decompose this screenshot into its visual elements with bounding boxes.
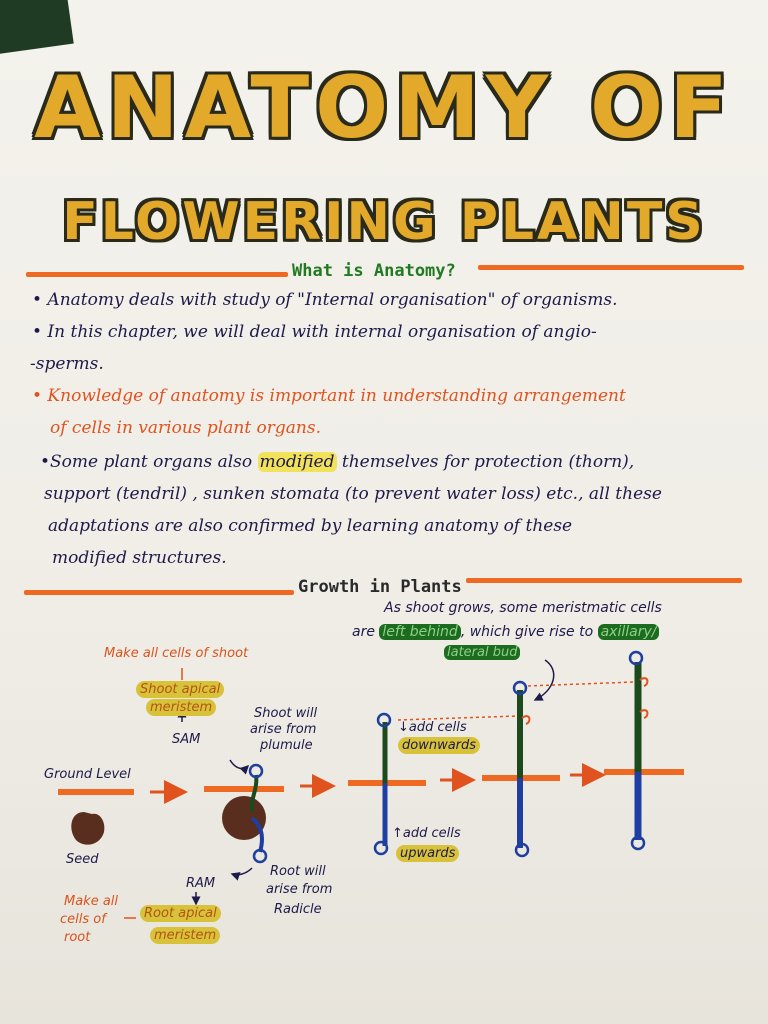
shoot-tip-marker — [248, 763, 264, 779]
shoot-note-line2: are left behind, which give rise to axil… — [352, 624, 660, 640]
make-cells-shoot-label: Make all cells of shoot — [104, 646, 249, 661]
root-tip-marker — [373, 840, 389, 856]
note-text: , which give rise to — [460, 624, 594, 640]
lateral-bud-highlight: lateral bud — [444, 645, 521, 660]
axillary-bud — [521, 715, 531, 725]
note-line-highlight: • Knowledge of anatomy is important in u… — [32, 386, 626, 406]
root-will-label: Root will — [270, 864, 326, 879]
shoot-meristem-label: meristem — [146, 699, 217, 716]
shoot-tip-marker — [628, 650, 644, 666]
root-apical-highlight: Root apical — [140, 905, 221, 922]
root-tip-marker — [252, 848, 268, 864]
shoot-tip-marker — [512, 680, 528, 696]
shoot-apical-highlight: Shoot apical — [136, 681, 225, 698]
shoot-apical-label: Shoot apical — [136, 681, 225, 698]
downwards-label: downwards — [398, 737, 481, 754]
section-heading-anatomy: What is Anatomy? — [292, 261, 456, 281]
seed-label: Seed — [66, 852, 99, 867]
add-cells-up-label: ↑add cells — [392, 826, 461, 841]
section-divider-left — [26, 272, 288, 277]
note-line: • In this chapter, we will deal with int… — [32, 322, 597, 342]
note-line: -sperms. — [30, 354, 104, 374]
upwards-highlight: upwards — [396, 845, 460, 862]
axillary-bud — [639, 677, 649, 687]
section-divider-left — [24, 590, 294, 595]
axillary-bud — [639, 709, 649, 719]
note-line: modified structures. — [52, 548, 227, 568]
note-line: adaptations are also confirmed by learni… — [48, 516, 573, 536]
note-line: • Anatomy deals with study of "Internal … — [32, 290, 618, 310]
note-text: •Some plant organs also — [40, 452, 253, 472]
page-title: ANATOMY OF — [34, 58, 734, 158]
highlighted-word: modified — [257, 452, 337, 472]
cells-of-label: cells of — [60, 912, 106, 927]
section-divider-right — [466, 578, 742, 583]
note-text: themselves for protection (thorn), — [341, 452, 635, 472]
germinating-seed — [222, 796, 266, 840]
seed-icon — [71, 812, 105, 845]
shoot-tip-marker — [376, 712, 392, 728]
lateral-bud-label: lateral bud — [444, 645, 521, 660]
arise-from-root-label: arise from — [266, 882, 333, 897]
ground-level-label: Ground Level — [44, 767, 131, 782]
arise-from-label: arise from — [250, 722, 317, 737]
note-line-highlight: of cells in various plant organs. — [50, 418, 322, 438]
sam-label: SAM — [172, 732, 201, 747]
downwards-highlight: downwards — [398, 737, 481, 754]
note-text: are — [352, 624, 375, 640]
shoot-will-label: Shoot will — [254, 706, 318, 721]
shoot-note: As shoot grows, some meristmatic cells — [384, 600, 662, 616]
axillary-highlight: axillary/ — [597, 624, 660, 640]
left-behind-highlight: left behind — [379, 624, 461, 640]
upwards-label: upwards — [396, 845, 460, 862]
plumule-label: plumule — [260, 738, 313, 753]
root-tip-marker — [514, 842, 530, 858]
add-cells-down-label: ↓add cells — [398, 720, 467, 735]
root-meristem-highlight: meristem — [150, 927, 221, 944]
root-apical-label: Root apical — [140, 905, 221, 922]
root-tip-marker — [630, 835, 646, 851]
section-divider-right — [478, 265, 744, 270]
note-line: •Some plant organs also modified themsel… — [40, 452, 634, 472]
root-meristem-label: meristem — [150, 927, 221, 944]
page-subtitle: FLOWERING PLANTS — [62, 192, 706, 252]
root-word-label: root — [64, 930, 91, 945]
note-line: support (tendril) , sunken stomata (to p… — [44, 484, 662, 504]
section-heading-growth: Growth in Plants — [298, 577, 462, 597]
ram-label: RAM — [186, 876, 216, 891]
make-all-label: Make all — [64, 894, 119, 909]
radicle-label: Radicle — [274, 902, 322, 917]
meristem-highlight: meristem — [146, 699, 217, 716]
